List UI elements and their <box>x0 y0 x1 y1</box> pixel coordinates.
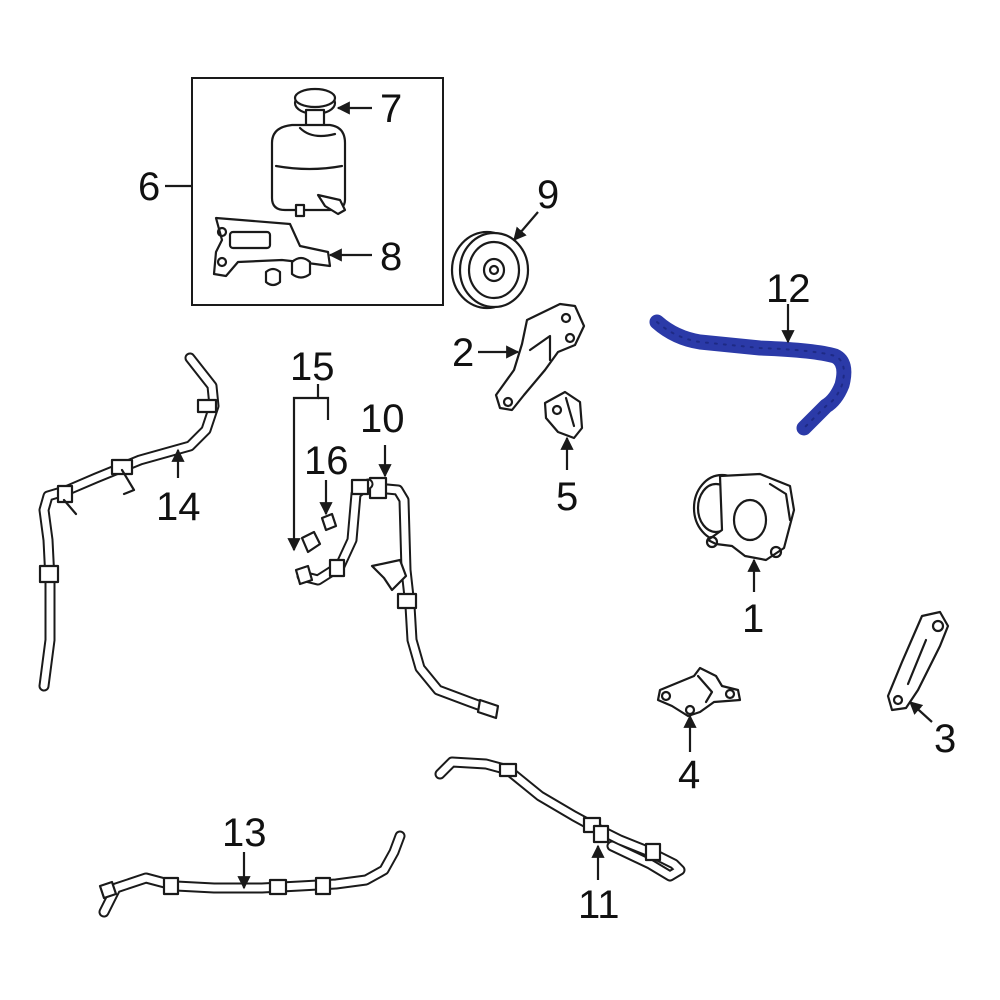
hose-11 <box>434 756 686 882</box>
bracket-4 <box>656 666 742 718</box>
callout-labels: 7 6 8 9 2 5 12 1 3 4 10 15 16 14 11 13 <box>138 87 956 927</box>
bracket-3 <box>886 610 950 712</box>
callout-8: 8 <box>380 235 402 279</box>
hose-13 <box>98 830 406 918</box>
callout-10: 10 <box>360 397 405 441</box>
callout-7: 7 <box>380 87 402 131</box>
callout-16: 16 <box>304 439 349 483</box>
callout-9: 9 <box>537 173 559 217</box>
callout-11: 11 <box>578 883 620 927</box>
callout-2: 2 <box>452 331 474 375</box>
pipe-assembly-15 <box>294 478 374 586</box>
reservoir-cap <box>293 87 337 128</box>
reservoir-tank <box>270 123 347 218</box>
callout-14: 14 <box>156 485 201 529</box>
leader-lines <box>171 101 933 890</box>
callout-15: 15 <box>290 345 335 389</box>
power-steering-pump <box>692 472 796 562</box>
pump-mount-bracket <box>494 302 586 412</box>
callout-3: 3 <box>934 717 956 761</box>
pump-pulley <box>450 230 530 310</box>
callout-12: 12 <box>766 267 811 311</box>
small-bracket <box>543 390 584 440</box>
reservoir-bracket <box>212 216 332 287</box>
pressure-hose-highlighted <box>649 314 852 436</box>
reservoir-group-box <box>165 77 444 306</box>
return-hose-10 <box>368 476 500 720</box>
hose-14 <box>38 352 220 692</box>
callout-5: 5 <box>556 475 578 519</box>
callout-1: 1 <box>742 597 764 641</box>
callout-4: 4 <box>678 753 700 797</box>
callout-6: 6 <box>138 165 160 209</box>
callout-13: 13 <box>222 811 267 855</box>
